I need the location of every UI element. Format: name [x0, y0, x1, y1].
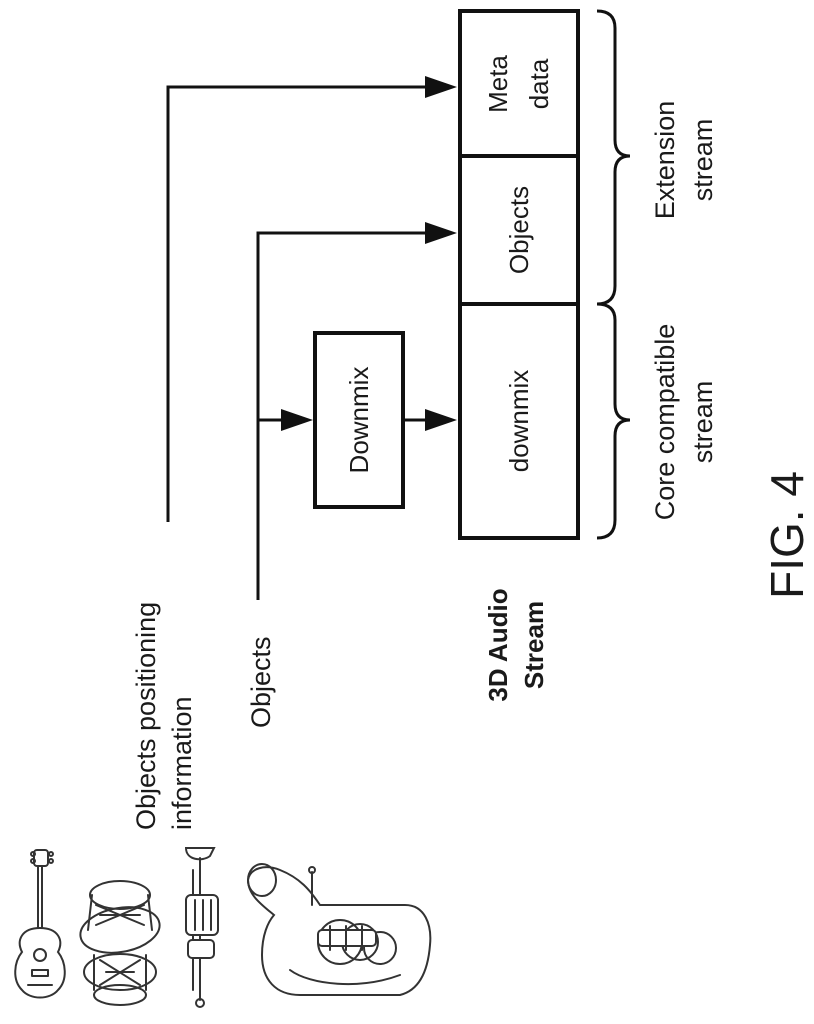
figure-caption: FIG. 4	[761, 471, 813, 599]
objects-input-label: Objects	[246, 636, 276, 728]
stream-title-line1: 3D Audio	[483, 588, 513, 701]
drums-icon	[77, 881, 163, 1005]
positioning-label-line2: information	[167, 696, 197, 830]
extension-brace-label-line1: Extension	[650, 101, 680, 220]
guitar-icon	[15, 850, 65, 998]
stream-metadata-label-line1: Meta	[483, 55, 513, 113]
core-brace-label-line2: stream	[688, 381, 718, 464]
positioning-arrowhead	[425, 76, 457, 98]
objects-arrowhead	[425, 222, 457, 244]
stream-objects-label: Objects	[504, 186, 534, 274]
core-brace-label-line1: Core compatible	[650, 324, 680, 521]
positioning-label-line1: Objects positioning	[131, 602, 161, 830]
downmix-box-label: Downmix	[344, 367, 374, 474]
extension-brace-label-line2: stream	[688, 119, 718, 202]
extension-stream-brace	[597, 11, 630, 304]
stream-metadata-label-line2: data	[524, 58, 554, 109]
tuba-icon	[248, 864, 430, 995]
downmix-to-stream-arrowhead	[425, 409, 457, 431]
stream-downmix-label: downmix	[504, 370, 534, 473]
signal-lines	[168, 76, 457, 600]
stream-title-line2: Stream	[519, 601, 549, 689]
stream-segment-metadata	[460, 11, 578, 156]
core-stream-brace	[597, 304, 630, 538]
objects-to-downmix-arrowhead	[281, 409, 313, 431]
trumpet-icon	[186, 848, 218, 1007]
